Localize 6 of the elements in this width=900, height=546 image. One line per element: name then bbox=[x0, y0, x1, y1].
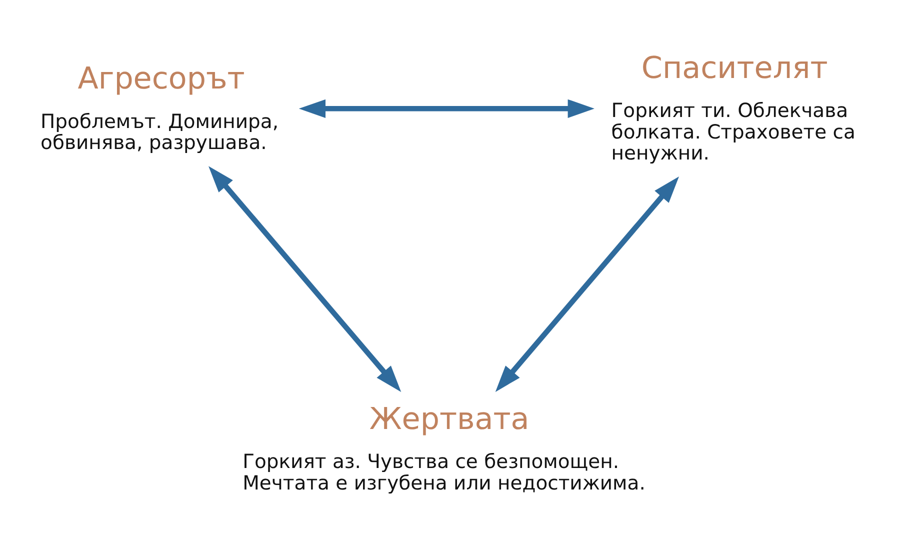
node-text: Спасителят Горкият ти. Облекчава болката. Страховете са ненужни. bbox=[611, 50, 856, 164]
arrow bbox=[298, 98, 594, 118]
arrow bbox=[495, 176, 680, 392]
node-text: Агресорът Проблемът. Доминира, обвинява, разрушава. bbox=[40, 60, 279, 154]
arrow bbox=[208, 166, 402, 392]
node-text: Жертвата Горкият аз. Чувства се безпомощен. Мечтата е изгубена или недостижима. bbox=[242, 401, 646, 494]
